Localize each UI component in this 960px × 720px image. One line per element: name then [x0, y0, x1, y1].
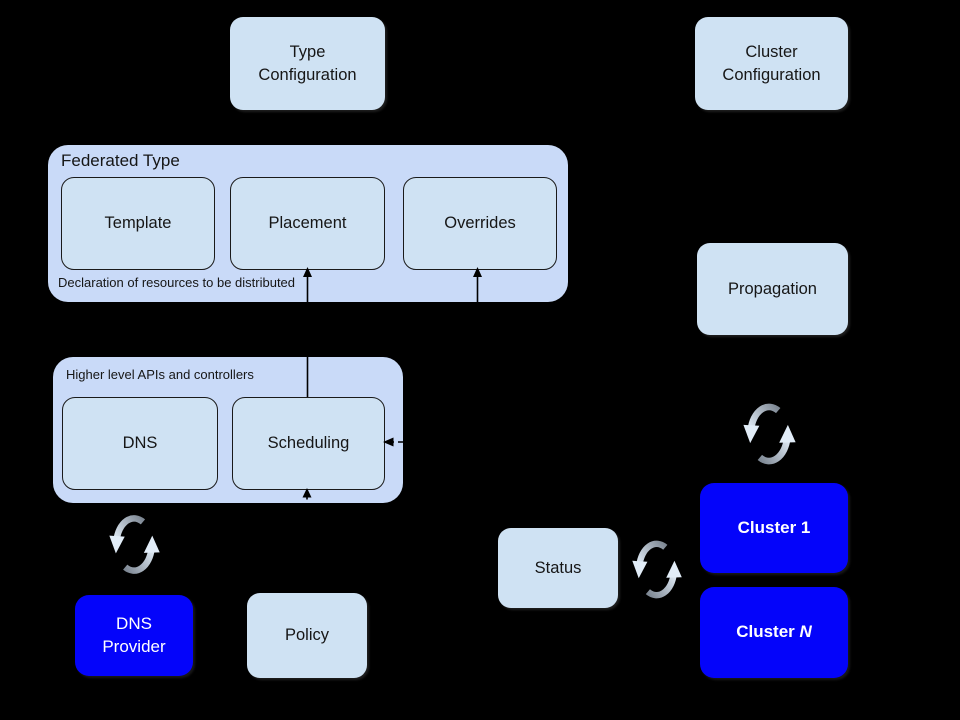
- node-label: Cluster N: [736, 621, 812, 644]
- group-title: Federated Type: [61, 151, 180, 170]
- node-template: Template: [61, 177, 215, 270]
- sync-icon-above-cluster-1: [741, 395, 799, 473]
- node-label: Status: [534, 558, 582, 577]
- node-label: DNS Provider: [102, 613, 166, 656]
- node-dns-provider: DNS Provider: [75, 595, 193, 676]
- group-caption: Declaration of resources to be distribut…: [58, 275, 296, 290]
- node-type-configuration: Type Configuration: [230, 17, 385, 110]
- node-label: Placement: [268, 214, 347, 233]
- node-label: Policy: [284, 626, 329, 645]
- cluster-n-prefix: Cluster: [736, 622, 800, 642]
- node-label: Propagation: [728, 279, 817, 298]
- cluster-n-italic-suffix: N: [799, 622, 812, 642]
- node-cluster-1: Cluster 1: [700, 483, 848, 573]
- group-federated-type: Federated Type Template Placement Overri…: [48, 145, 568, 302]
- node-label: Template: [104, 214, 172, 233]
- node-label: Scheduling: [267, 434, 350, 453]
- node-label: Type Configuration: [258, 43, 357, 84]
- sync-icon-dns-provider: [107, 506, 163, 583]
- node-propagation: Propagation: [697, 243, 848, 335]
- node-policy: Policy: [247, 593, 367, 678]
- node-overrides: Overrides: [403, 177, 557, 270]
- node-scheduling: Scheduling: [232, 397, 385, 490]
- node-status: Status: [498, 528, 618, 608]
- node-dns: DNS: [62, 397, 218, 490]
- node-label: DNS: [122, 434, 158, 453]
- node-label: Cluster Configuration: [722, 43, 821, 84]
- sync-icon-status-clusters: [630, 532, 685, 607]
- group-higher-level-apis: Higher level APIs and controllers DNS Sc…: [53, 357, 403, 503]
- node-label: Cluster 1: [737, 517, 811, 537]
- node-placement: Placement: [230, 177, 385, 270]
- node-cluster-configuration: Cluster Configuration: [695, 17, 848, 110]
- node-cluster-n: Cluster N: [700, 587, 848, 678]
- node-label: Overrides: [444, 214, 516, 233]
- group-title: Higher level APIs and controllers: [66, 367, 254, 382]
